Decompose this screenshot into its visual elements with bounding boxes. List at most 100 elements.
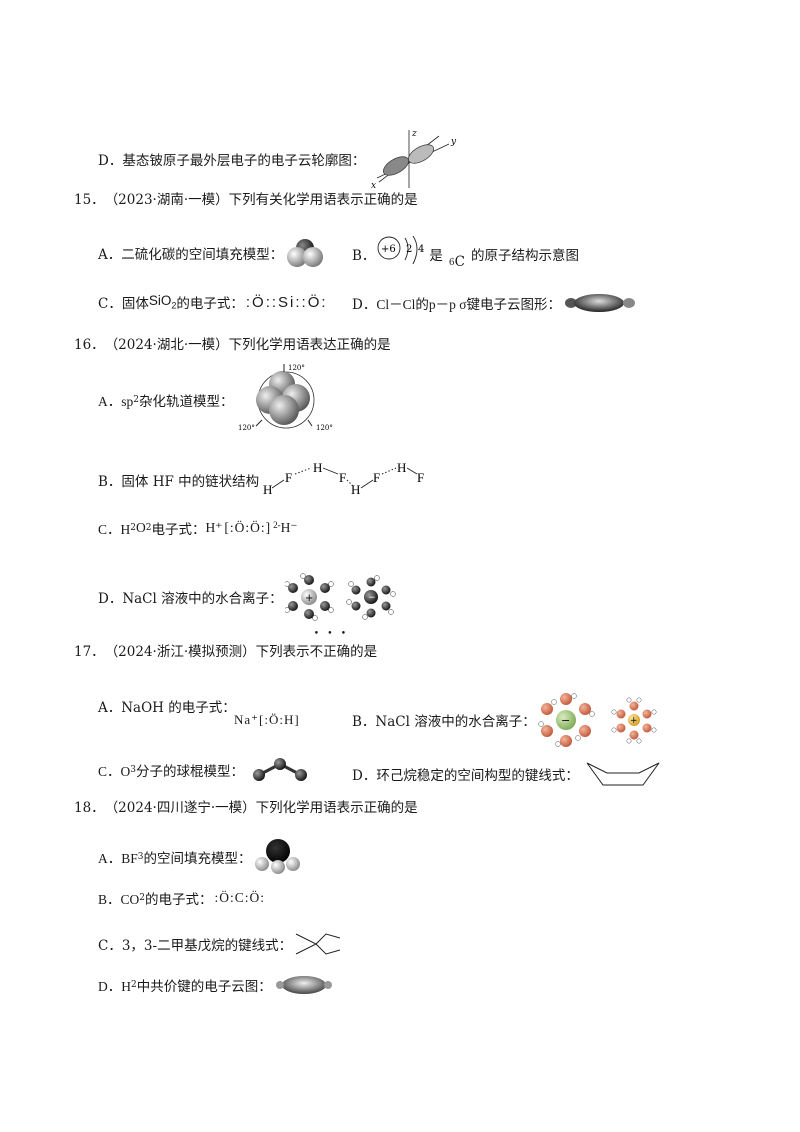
beryllium-orbital-figure: z y x (369, 128, 459, 190)
angle-label-right: 120° (316, 424, 333, 432)
hf-atom-f1: F (285, 470, 292, 485)
q15-option-a: A．二硫化碳的空间填充模型： (98, 236, 324, 270)
hf-chain-structure: H F H F H F H F (261, 460, 429, 500)
q18-stem-text: 下列化学用语表示正确的是 (255, 800, 418, 816)
sodium-hydrated-ion: + (284, 573, 334, 621)
q16-option-c-post: 电子式： (151, 522, 206, 538)
q17-option-b-text: B．NaCl 溶液中的水合离子： (352, 714, 536, 730)
q16-option-b-text: B．固体 HF 中的链状结构 (98, 474, 260, 490)
q15-option-d-de: 的 (415, 297, 429, 313)
q15-stem-text: 下列有关化学用语表示正确的是 (228, 192, 418, 208)
q16-stem: 16． （2024·湖北·一模） 下列化学用语表达正确的是 (74, 333, 391, 353)
q18-option-a-post: 的空间填充模型： (143, 851, 252, 867)
q18-stem: 18． （2024·四川遂宁·一模） 下列化学用语表示正确的是 (74, 796, 418, 816)
sp2-orbital-model: 120° 120° 120° (238, 362, 334, 438)
dimethylpentane-skeleton (294, 932, 344, 956)
carbon-letter: C (454, 254, 465, 270)
ion-plus-sign: + (305, 593, 313, 604)
naoh-electron-formula: Na⁺[:Ö:H] (234, 712, 300, 727)
q17-stem: 17． （2024·浙江·模拟预测） 下列表示 不 正 确 的是 (74, 640, 377, 660)
sodium-hydrated-ion-color: + (611, 697, 657, 744)
h2-electron-cloud (274, 974, 334, 996)
hf-atom-h3: H (351, 482, 360, 497)
carbon-atomic-number: 6 (448, 258, 455, 268)
q18-option-c-text: C．3，3-二甲基戊烷的键线式： (98, 938, 293, 954)
cl-cl-sigma-cloud (561, 292, 639, 314)
q16-sub1: 2 (130, 523, 136, 533)
ion-minus-sign-color: − (561, 714, 570, 727)
ion-minus-sign: − (368, 593, 376, 603)
q15-option-b-text: 的原子结构示意图 (471, 248, 579, 264)
q15-number: 15． (74, 192, 105, 208)
o3-ball-stick-model (250, 757, 310, 783)
cyclohexane-chair-skeleton (583, 757, 663, 791)
q18-option-a-sub: 3 (137, 852, 144, 862)
q18-option-b-sub: 2 (139, 893, 145, 903)
q15-option-a-text: A．二硫化碳的空间填充模型： (98, 247, 284, 263)
q15-pp-sigma: p－p σ (428, 297, 467, 312)
q15-option-d-pre: D． (352, 297, 377, 313)
h2o2-h-plus: H⁺ (205, 520, 223, 535)
q17-option-c-pre: C．O (98, 764, 131, 779)
axis-y-label: y (450, 137, 457, 147)
chloride-hydrated-ion: − (345, 575, 396, 620)
hf-atom-h1: H (263, 482, 272, 497)
q17-option-c-post: 分子的球棍模型： (136, 764, 244, 780)
q14-option-d: D．基态铍原子最外层电子的电子云轮廓图： z y x (98, 128, 459, 190)
q15-option-b: B． +6 2 4 是 6 C 的原子结构示意图 (352, 234, 579, 274)
q16-stem-text: 下列化学用语表达正确的是 (228, 337, 391, 353)
q17-option-a-text: A．NaOH 的电子式： (98, 700, 236, 716)
q18-option-a-pre: A．BF (98, 851, 138, 866)
q16-option-b: B．固体 HF 中的链状结构 H F H F H F H F (98, 460, 429, 500)
carbon-symbol: 6 C (449, 246, 465, 270)
chloride-hydrated-ion-color: − (537, 693, 595, 747)
q15-source: （2023·湖南·一模） (104, 192, 229, 208)
q15-option-b-label: B． (352, 248, 376, 264)
q17-stem-pre: 下列表示 (255, 644, 310, 660)
q17-option-d-text: D．环己烷稳定的空间构型的键线式： (352, 768, 579, 784)
q15-option-c-pre: C．固体 (98, 296, 149, 312)
q18-source: （2024·四川遂宁·一模） (104, 800, 256, 816)
q16-option-a-post: 杂化轨道模型： (139, 394, 234, 410)
q17-option-b: B．NaCl 溶液中的水合离子： − (352, 692, 666, 748)
axis-z-label: z (411, 129, 417, 139)
axis-x-label: x (371, 181, 376, 190)
cs2-space-filling-model (287, 236, 324, 270)
carbon-atomic-structure-diagram: +6 2 4 (375, 234, 441, 274)
q15-clcl: Cl－Cl (376, 297, 416, 312)
q17-emphasis-1: 不 (310, 640, 324, 660)
hf-atom-f2: F (339, 470, 346, 485)
q15-option-c-post: 的电子式： (176, 296, 244, 312)
q17-option-a: A．NaOH 的电子式： (98, 696, 236, 716)
q15-sio2: SiO2 (148, 293, 177, 311)
nucleus-charge: +6 (381, 244, 396, 255)
q17-emphasis-2: 正 (323, 640, 337, 660)
hydrated-ions-bw: + − (284, 572, 405, 622)
q17-number: 17． (74, 644, 105, 660)
q16-option-c-pre: C．H (98, 522, 131, 537)
hf-atom-f4: F (417, 470, 424, 485)
q15-option-d: D． Cl－Cl 的 p－p σ 键电子云图形： (352, 292, 639, 314)
q18-option-d-pre: D．H (98, 979, 131, 994)
h2o2-electron-formula: H⁺ [:Ö:Ö:] 2- H⁻ (205, 520, 297, 536)
q15-option-b-is: 是 (429, 248, 443, 264)
q15-option-d-post: 键电子云图形： (466, 297, 562, 313)
hf-atom-f3: F (373, 470, 380, 485)
h2o2-core: [:Ö:Ö:] (224, 520, 272, 535)
q18-option-d-post: 中共价键的电子云图： (136, 979, 272, 995)
q18-option-c: C．3，3-二甲基戊烷的键线式： (98, 932, 344, 956)
q18-option-d-sub: 2 (131, 980, 137, 990)
q16-source: （2024·湖北·一模） (104, 337, 229, 353)
q18-option-b-post: 的电子式： (145, 892, 213, 908)
q16-option-a-sup: 2 (133, 395, 139, 405)
bf3-space-filling-model (254, 838, 300, 876)
q16-number: 16． (74, 337, 105, 353)
hydrated-ions-color: − + (537, 692, 666, 748)
q14-option-d-text: D．基态铍原子最外层电子的电子云轮廓图： (98, 153, 366, 169)
sio2-electron-formula: :Ö::Si::Ö: (245, 293, 328, 311)
